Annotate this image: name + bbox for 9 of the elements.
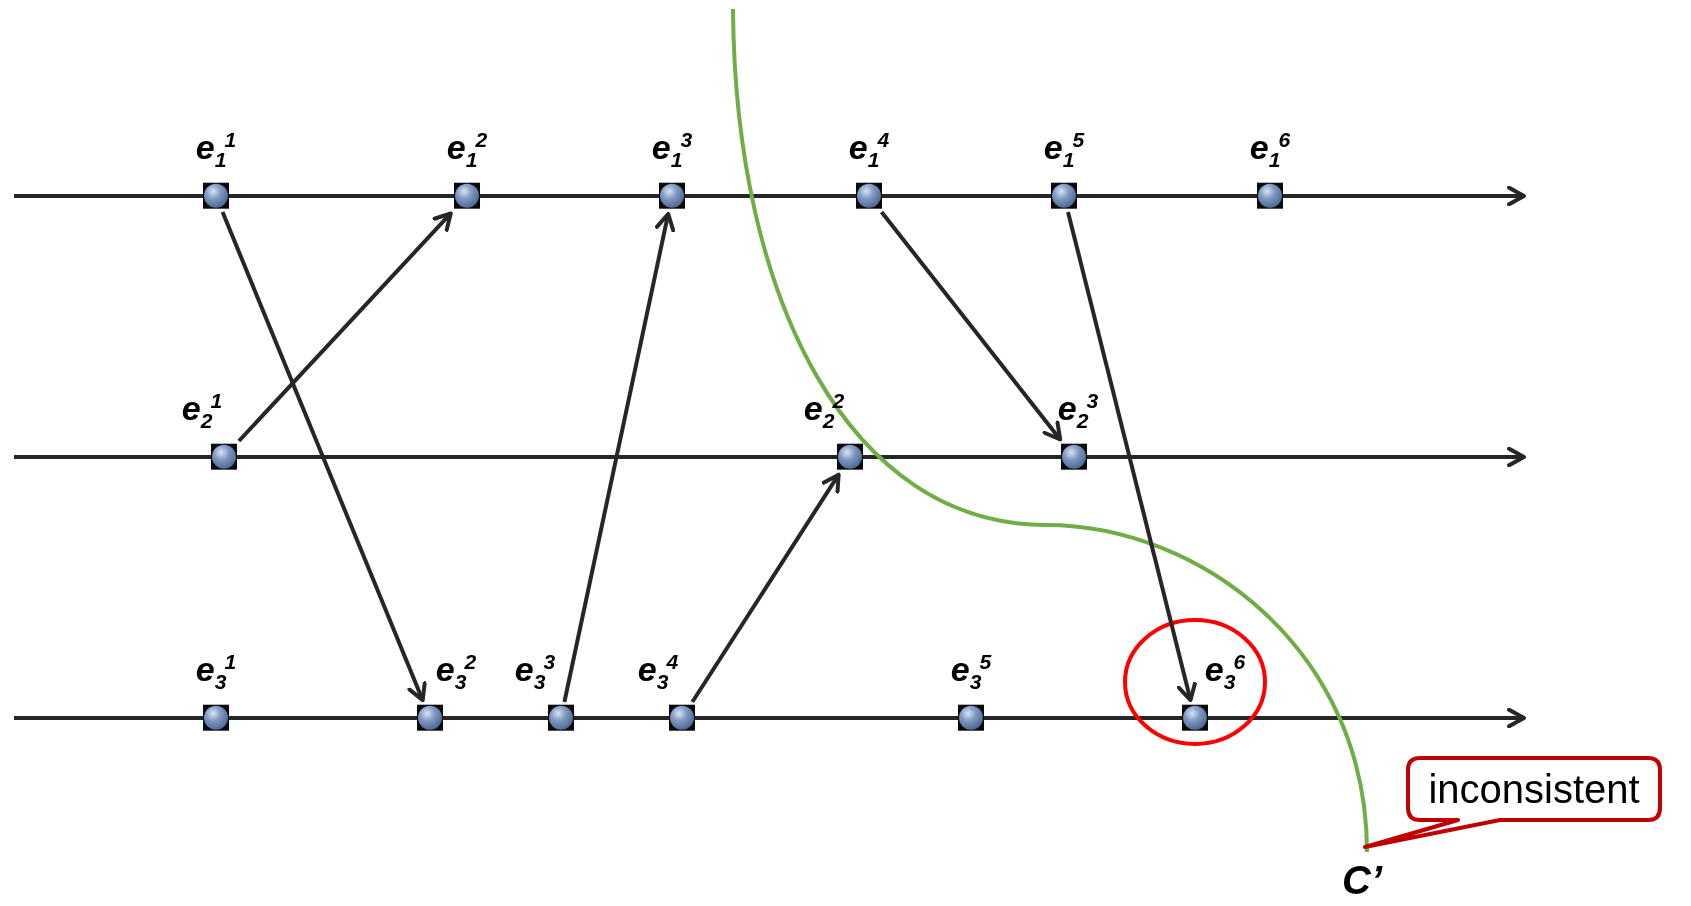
message-arrow	[690, 472, 841, 704]
message-arrow	[1066, 211, 1197, 703]
message-arrow	[880, 210, 1063, 442]
callout-text: inconsistent	[1427, 766, 1641, 813]
callout-box	[1362, 756, 1662, 850]
message-arrow	[220, 211, 427, 703]
message-arrow	[237, 211, 453, 443]
message-arrow	[562, 211, 676, 703]
cut-label: C’	[1342, 860, 1382, 900]
